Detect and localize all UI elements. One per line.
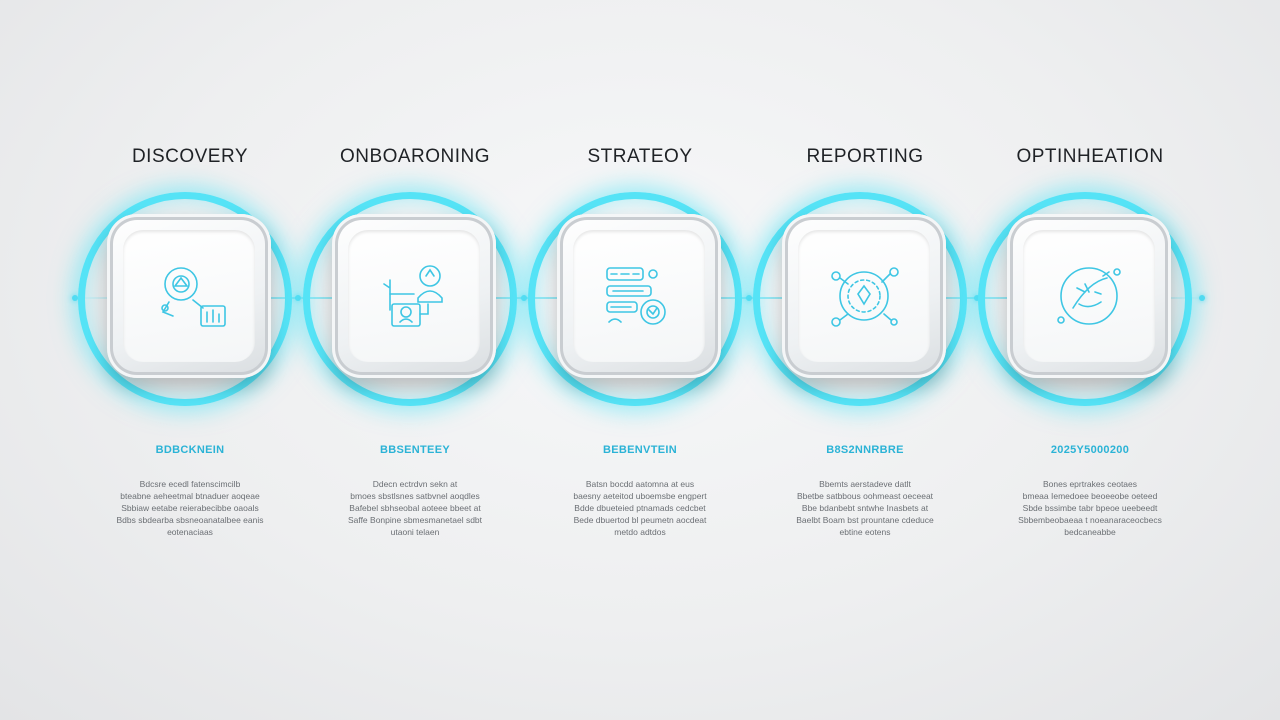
- step-reporting: REPORTING B8S2NNRBRE Bbemts aerstadeve d…: [750, 140, 980, 560]
- glow-ring: [303, 192, 517, 406]
- connector-dot: [295, 295, 301, 301]
- connector-dot: [72, 295, 78, 301]
- step-description: Batsn bocdd aatomna at eus baesny aeteit…: [535, 478, 745, 538]
- desc-line: Bdde dbueteied ptnamads cedcbet: [574, 503, 706, 513]
- desc-line: Bbemts aerstadeve datlt: [819, 479, 911, 489]
- step-description: Ddecn ectrdvn sekn at bmoes sbstlsnes sa…: [310, 478, 520, 538]
- step-title: DISCOVERY: [131, 146, 249, 167]
- step-description: Bbemts aerstadeve datlt Bbetbe satbbous …: [760, 478, 970, 538]
- desc-line: Bdcsre ecedl fatenscimcilb: [139, 479, 241, 489]
- tile-face: [348, 230, 480, 362]
- reporting-icon: [831, 267, 899, 327]
- step-tile: [332, 214, 496, 378]
- step-onboarding: ONBOARONING BBSENTEEY Ddecn ectrdvn sek: [300, 140, 530, 560]
- desc-line: baesny aeteitod uboemsbe engpert: [573, 491, 707, 501]
- glow-ring: [978, 192, 1192, 406]
- tile-face: [573, 230, 705, 362]
- desc-line: Bbetbe satbbous oohmeast oeceeat: [796, 491, 934, 501]
- glow-ring: [753, 192, 967, 406]
- glow-ring: [78, 192, 292, 406]
- desc-line: Batsn bocdd aatomna at eus: [585, 479, 695, 489]
- desc-line: Bones eprtrakes ceotaes: [1042, 479, 1138, 489]
- tile-face: [1023, 230, 1155, 362]
- connector-dot: [974, 295, 980, 301]
- strategy-icon: [606, 267, 666, 325]
- desc-line: Bbe bdanbebt sntwhe Inasbets at: [801, 503, 929, 513]
- desc-line: Sbbiaw eetabe reierabecibbe oaoals: [121, 503, 259, 513]
- desc-line: ebtine eotens: [839, 527, 891, 537]
- step-title: OPTINHEATION: [1016, 146, 1164, 167]
- step-description: Bdcsre ecedl fatenscimcilb bteabne aehee…: [85, 478, 295, 538]
- step-description: Bones eprtrakes ceotaes bmeaa Iemedoee b…: [985, 478, 1195, 538]
- desc-line: Sbde bssimbe tabr bpeoe ueebeedt: [1022, 503, 1158, 513]
- step-code: 2025Y5000200: [1050, 444, 1130, 456]
- step-tile: [557, 214, 721, 378]
- step-tile: [107, 214, 271, 378]
- step-tile: [782, 214, 946, 378]
- discovery-icon: [161, 267, 226, 327]
- desc-line: Bdbs sbdearba sbsneoanatalbee eanis: [116, 515, 264, 525]
- connector-dot: [521, 295, 527, 301]
- desc-line: Sbbembeobaeaa t noeanaraceocbecs: [1018, 515, 1162, 525]
- desc-line: utaoni telaen: [390, 527, 440, 537]
- connector-dot: [746, 295, 752, 301]
- optimization-icon: [1057, 267, 1121, 325]
- onboarding-icon: [383, 265, 443, 327]
- desc-line: bmoes sbstlsnes satbvnel aoqdles: [350, 491, 480, 501]
- step-discovery: DISCOVERY BDBCKNEIN Bdcsre ecedl fatensc…: [75, 140, 305, 560]
- connector-dot: [1199, 295, 1205, 301]
- desc-line: bteabne aeheetmal btnaduer aoqeae: [120, 491, 260, 501]
- step-title: STRATEOY: [587, 146, 693, 167]
- step-strategy: STRATEOY BEBENVTEIN: [525, 140, 755, 560]
- tile-face: [798, 230, 930, 362]
- step-optimization: OPTINHEATION 2025Y5000200 Bones eprtrake…: [975, 140, 1205, 560]
- step-code: BDBCKNEIN: [155, 444, 225, 456]
- tile-face: [123, 230, 255, 362]
- step-code: BBSENTEEY: [380, 444, 450, 456]
- step-code: B8S2NNRBRE: [826, 444, 904, 456]
- desc-line: Saffe Bonpine sbmesmanetael sdbt: [347, 515, 483, 525]
- step-title: REPORTING: [806, 146, 924, 167]
- desc-line: Ddecn ectrdvn sekn at: [372, 479, 458, 489]
- step-title: ONBOARONING: [339, 146, 491, 167]
- desc-line: bedcaneabbe: [1064, 527, 1116, 537]
- desc-line: Bafebel sbhseobal aoteee bbeet at: [349, 503, 481, 513]
- desc-line: metdo adtdos: [614, 527, 666, 537]
- step-tile: [1007, 214, 1171, 378]
- desc-line: bmeaa Iemedoee beoeeobe oeteed: [1022, 491, 1158, 501]
- desc-line: eotenaciaas: [167, 527, 213, 537]
- desc-line: Bede dbuertod bl peumetn aocdeat: [573, 515, 707, 525]
- glow-ring: [528, 192, 742, 406]
- step-code: BEBENVTEIN: [603, 444, 677, 456]
- desc-line: Baelbt Boam bst prountane cdeduce: [796, 515, 934, 525]
